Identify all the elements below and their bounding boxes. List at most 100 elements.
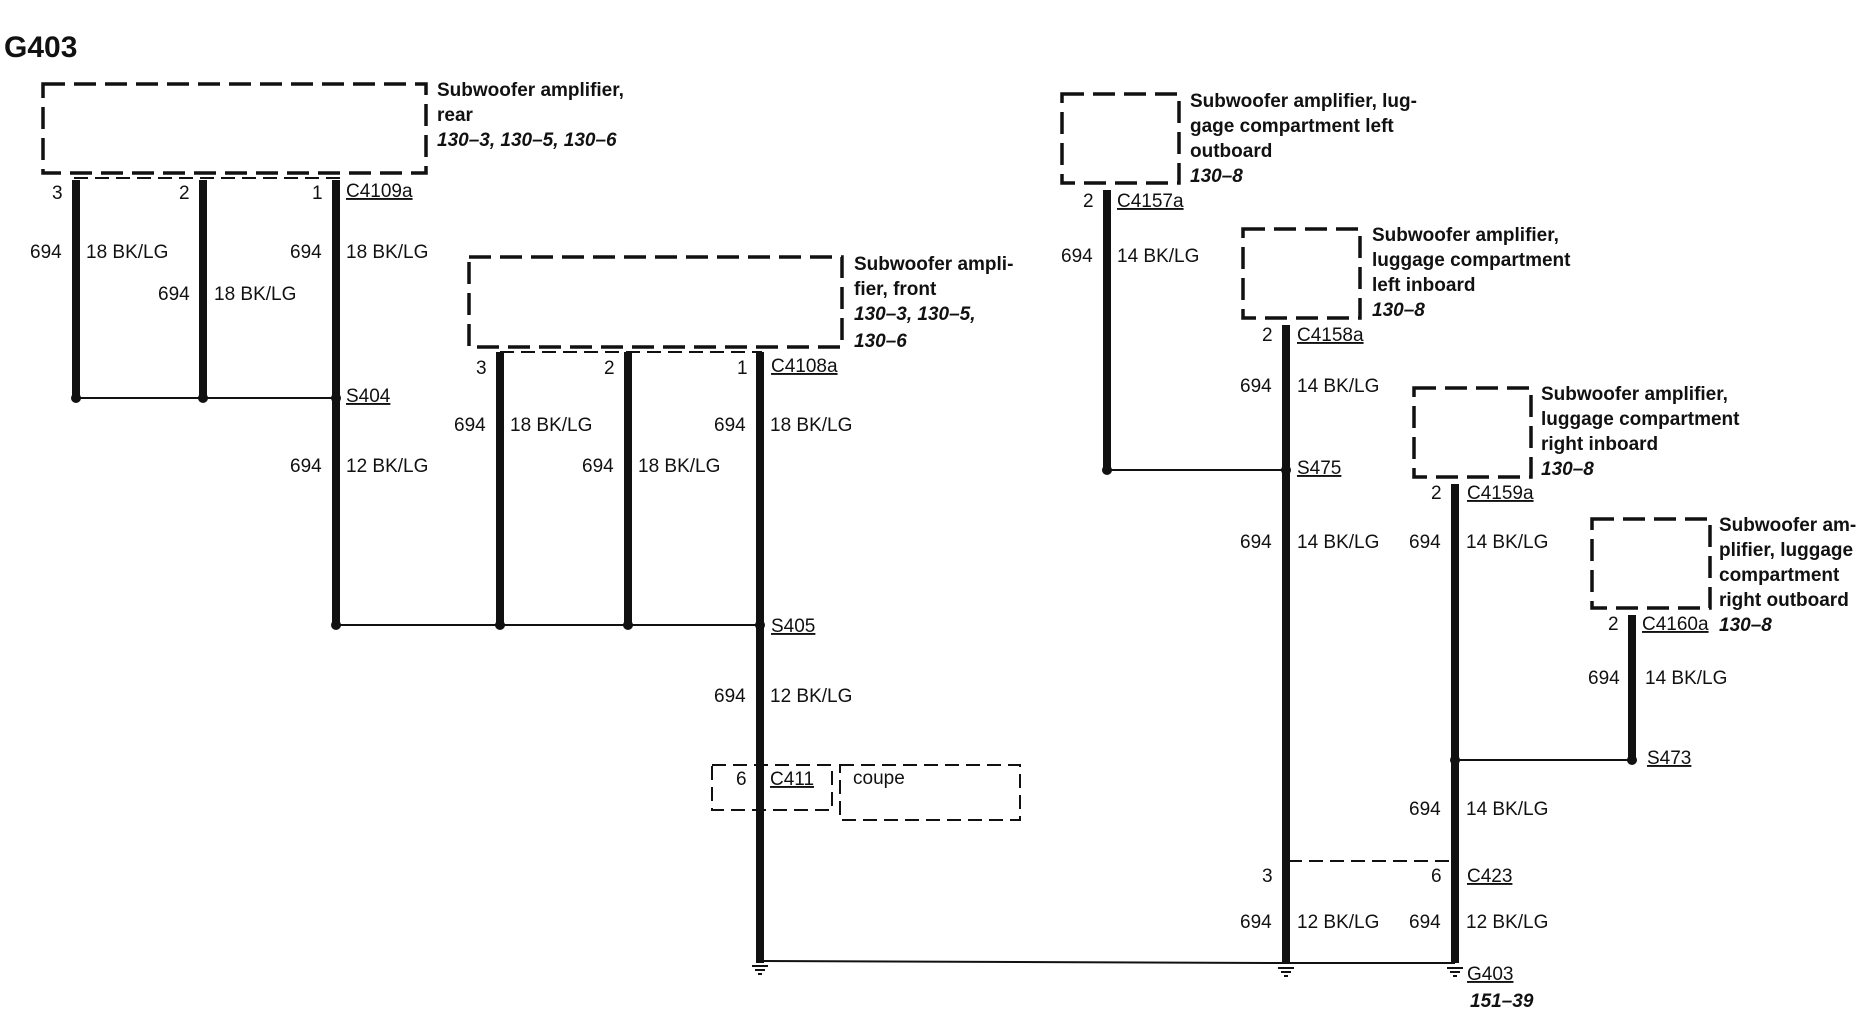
wire-circuit-label: 694 xyxy=(454,415,486,436)
svg-text:Subwoofer amplifier,: Subwoofer amplifier, xyxy=(1541,384,1728,405)
wire-circuit-label: 694 xyxy=(714,415,746,436)
splice-dot-s404 xyxy=(331,393,341,403)
amp-left-inboard-label: Subwoofer amplifier, luggage compartment… xyxy=(1372,225,1571,321)
wire-circuit-label: 694 xyxy=(714,686,746,707)
ground-ref: 151–39 xyxy=(1470,991,1534,1012)
splice-dot xyxy=(1450,755,1460,765)
wire-gauge-label: 14 BK/LG xyxy=(1297,532,1379,553)
wire-gauge-label: 14 BK/LG xyxy=(1117,246,1199,267)
wire-gauge-label: 14 BK/LG xyxy=(1466,799,1548,820)
pin-number: 1 xyxy=(312,183,323,204)
svg-text:130–3, 130–5, 130–6: 130–3, 130–5, 130–6 xyxy=(437,130,617,151)
ground-symbol-icon xyxy=(1278,967,1294,977)
ground-label-g403: G403 xyxy=(1467,964,1513,985)
splice-label-s405: S405 xyxy=(771,616,815,637)
connector-label-c4158a: C4158a xyxy=(1297,325,1364,346)
wire-gauge-label: 18 BK/LG xyxy=(214,284,296,305)
amp-left-outboard-label: Subwoofer amplifier, lug- gage compartme… xyxy=(1190,91,1417,187)
wire-gauge-label: 18 BK/LG xyxy=(770,415,852,436)
pin-number: 2 xyxy=(1431,483,1442,504)
pin-number: 6 xyxy=(736,769,747,790)
subwoofer-amplifier-front-box xyxy=(467,255,844,349)
svg-text:130–8: 130–8 xyxy=(1719,615,1772,636)
wire-circuit-label: 694 xyxy=(582,456,614,477)
wire-gauge-label: 18 BK/LG xyxy=(86,242,168,263)
svg-text:130–8: 130–8 xyxy=(1372,300,1425,321)
svg-text:gage compartment left: gage compartment left xyxy=(1190,116,1394,137)
ground-line-left xyxy=(759,960,1287,964)
splice-dot-s473 xyxy=(1627,755,1637,765)
svg-text:right inboard: right inboard xyxy=(1541,434,1658,455)
svg-text:plifier, luggage: plifier, luggage xyxy=(1719,540,1853,561)
wire-gauge-label: 12 BK/LG xyxy=(1466,912,1548,933)
ground-symbol-icon xyxy=(752,965,768,975)
wire-gauge-label: 14 BK/LG xyxy=(1466,532,1548,553)
subwoofer-amplifier-left-inboard-box xyxy=(1241,227,1362,320)
connector-label-c423: C423 xyxy=(1467,866,1512,887)
wire-circuit-label: 694 xyxy=(1240,376,1272,397)
connector-label-c4109a: C4109a xyxy=(346,181,413,202)
amp-right-outboard-label: Subwoofer am- plifier, luggage compartme… xyxy=(1719,515,1856,636)
splice-dot xyxy=(198,393,208,403)
svg-text:130–8: 130–8 xyxy=(1541,459,1594,480)
svg-text:Subwoofer amplifier,: Subwoofer amplifier, xyxy=(437,80,624,101)
svg-text:left inboard: left inboard xyxy=(1372,275,1475,296)
ground-symbol-icon xyxy=(1447,967,1463,977)
splice-label-s475: S475 xyxy=(1297,458,1341,479)
svg-text:130–8: 130–8 xyxy=(1190,166,1243,187)
amp-rear-label: Subwoofer amplifier, rear 130–3, 130–5, … xyxy=(437,80,624,151)
svg-text:Subwoofer amplifier,: Subwoofer amplifier, xyxy=(1372,225,1559,246)
splice-dot xyxy=(623,620,633,630)
svg-text:Subwoofer amplifier, lug-: Subwoofer amplifier, lug- xyxy=(1190,91,1417,112)
svg-text:fier, front: fier, front xyxy=(854,279,937,300)
amp-front-label: Subwoofer ampli- fier, front 130–3, 130–… xyxy=(854,254,1013,352)
pin-number: 2 xyxy=(1262,325,1273,346)
connector-label-c4160a: C4160a xyxy=(1642,614,1709,635)
wire-gauge-label: 14 BK/LG xyxy=(1645,668,1727,689)
connector-note-coupe: coupe xyxy=(853,768,905,789)
subwoofer-amplifier-right-outboard-box xyxy=(1590,517,1712,610)
pin-number: 6 xyxy=(1431,866,1442,887)
wire-circuit-label: 694 xyxy=(1061,246,1093,267)
pin-number: 2 xyxy=(1083,191,1094,212)
connector-label-c4159a: C4159a xyxy=(1467,483,1534,504)
splice-label-s404: S404 xyxy=(346,386,391,407)
svg-text:luggage compartment: luggage compartment xyxy=(1541,409,1740,430)
wire-circuit-label: 694 xyxy=(1409,532,1441,553)
wire-circuit-label: 694 xyxy=(1240,532,1272,553)
svg-text:right outboard: right outboard xyxy=(1719,590,1849,611)
wire-circuit-label: 694 xyxy=(158,284,190,305)
wire-circuit-label: 694 xyxy=(1240,912,1272,933)
page-title: G403 xyxy=(4,31,77,64)
svg-text:130–6: 130–6 xyxy=(854,331,907,352)
splice-dot xyxy=(1102,465,1112,475)
wire-gauge-label: 14 BK/LG xyxy=(1297,376,1379,397)
wire-gauge-label: 18 BK/LG xyxy=(346,242,428,263)
wire-circuit-label: 694 xyxy=(1409,912,1441,933)
wire-circuit-label: 694 xyxy=(30,242,62,263)
splice-dot-s475 xyxy=(1281,465,1291,475)
subwoofer-amplifier-right-inboard-box xyxy=(1412,386,1533,479)
amp-right-inboard-label: Subwoofer amplifier, luggage compartment… xyxy=(1541,384,1740,480)
svg-text:Subwoofer am-: Subwoofer am- xyxy=(1719,515,1856,536)
svg-text:luggage compartment: luggage compartment xyxy=(1372,250,1571,271)
splice-dot xyxy=(331,620,341,630)
c411-connector-box xyxy=(711,764,833,811)
pin-number: 2 xyxy=(604,358,615,379)
wire-circuit-label: 694 xyxy=(1588,668,1620,689)
connector-label-c4108a: C4108a xyxy=(771,356,838,377)
splice-dot xyxy=(71,393,81,403)
wire-gauge-label: 18 BK/LG xyxy=(510,415,592,436)
pin-number: 3 xyxy=(476,358,487,379)
pin-number: 3 xyxy=(1262,866,1273,887)
pin-number: 1 xyxy=(737,358,748,379)
svg-text:compartment: compartment xyxy=(1719,565,1840,586)
subwoofer-amplifier-rear-box xyxy=(41,82,428,175)
wire-circuit-label: 694 xyxy=(290,456,322,477)
wire-gauge-label: 12 BK/LG xyxy=(770,686,852,707)
splice-label-s473: S473 xyxy=(1647,748,1691,769)
wire-circuit-label: 694 xyxy=(290,242,322,263)
connector-label-c411: C411 xyxy=(770,769,814,790)
